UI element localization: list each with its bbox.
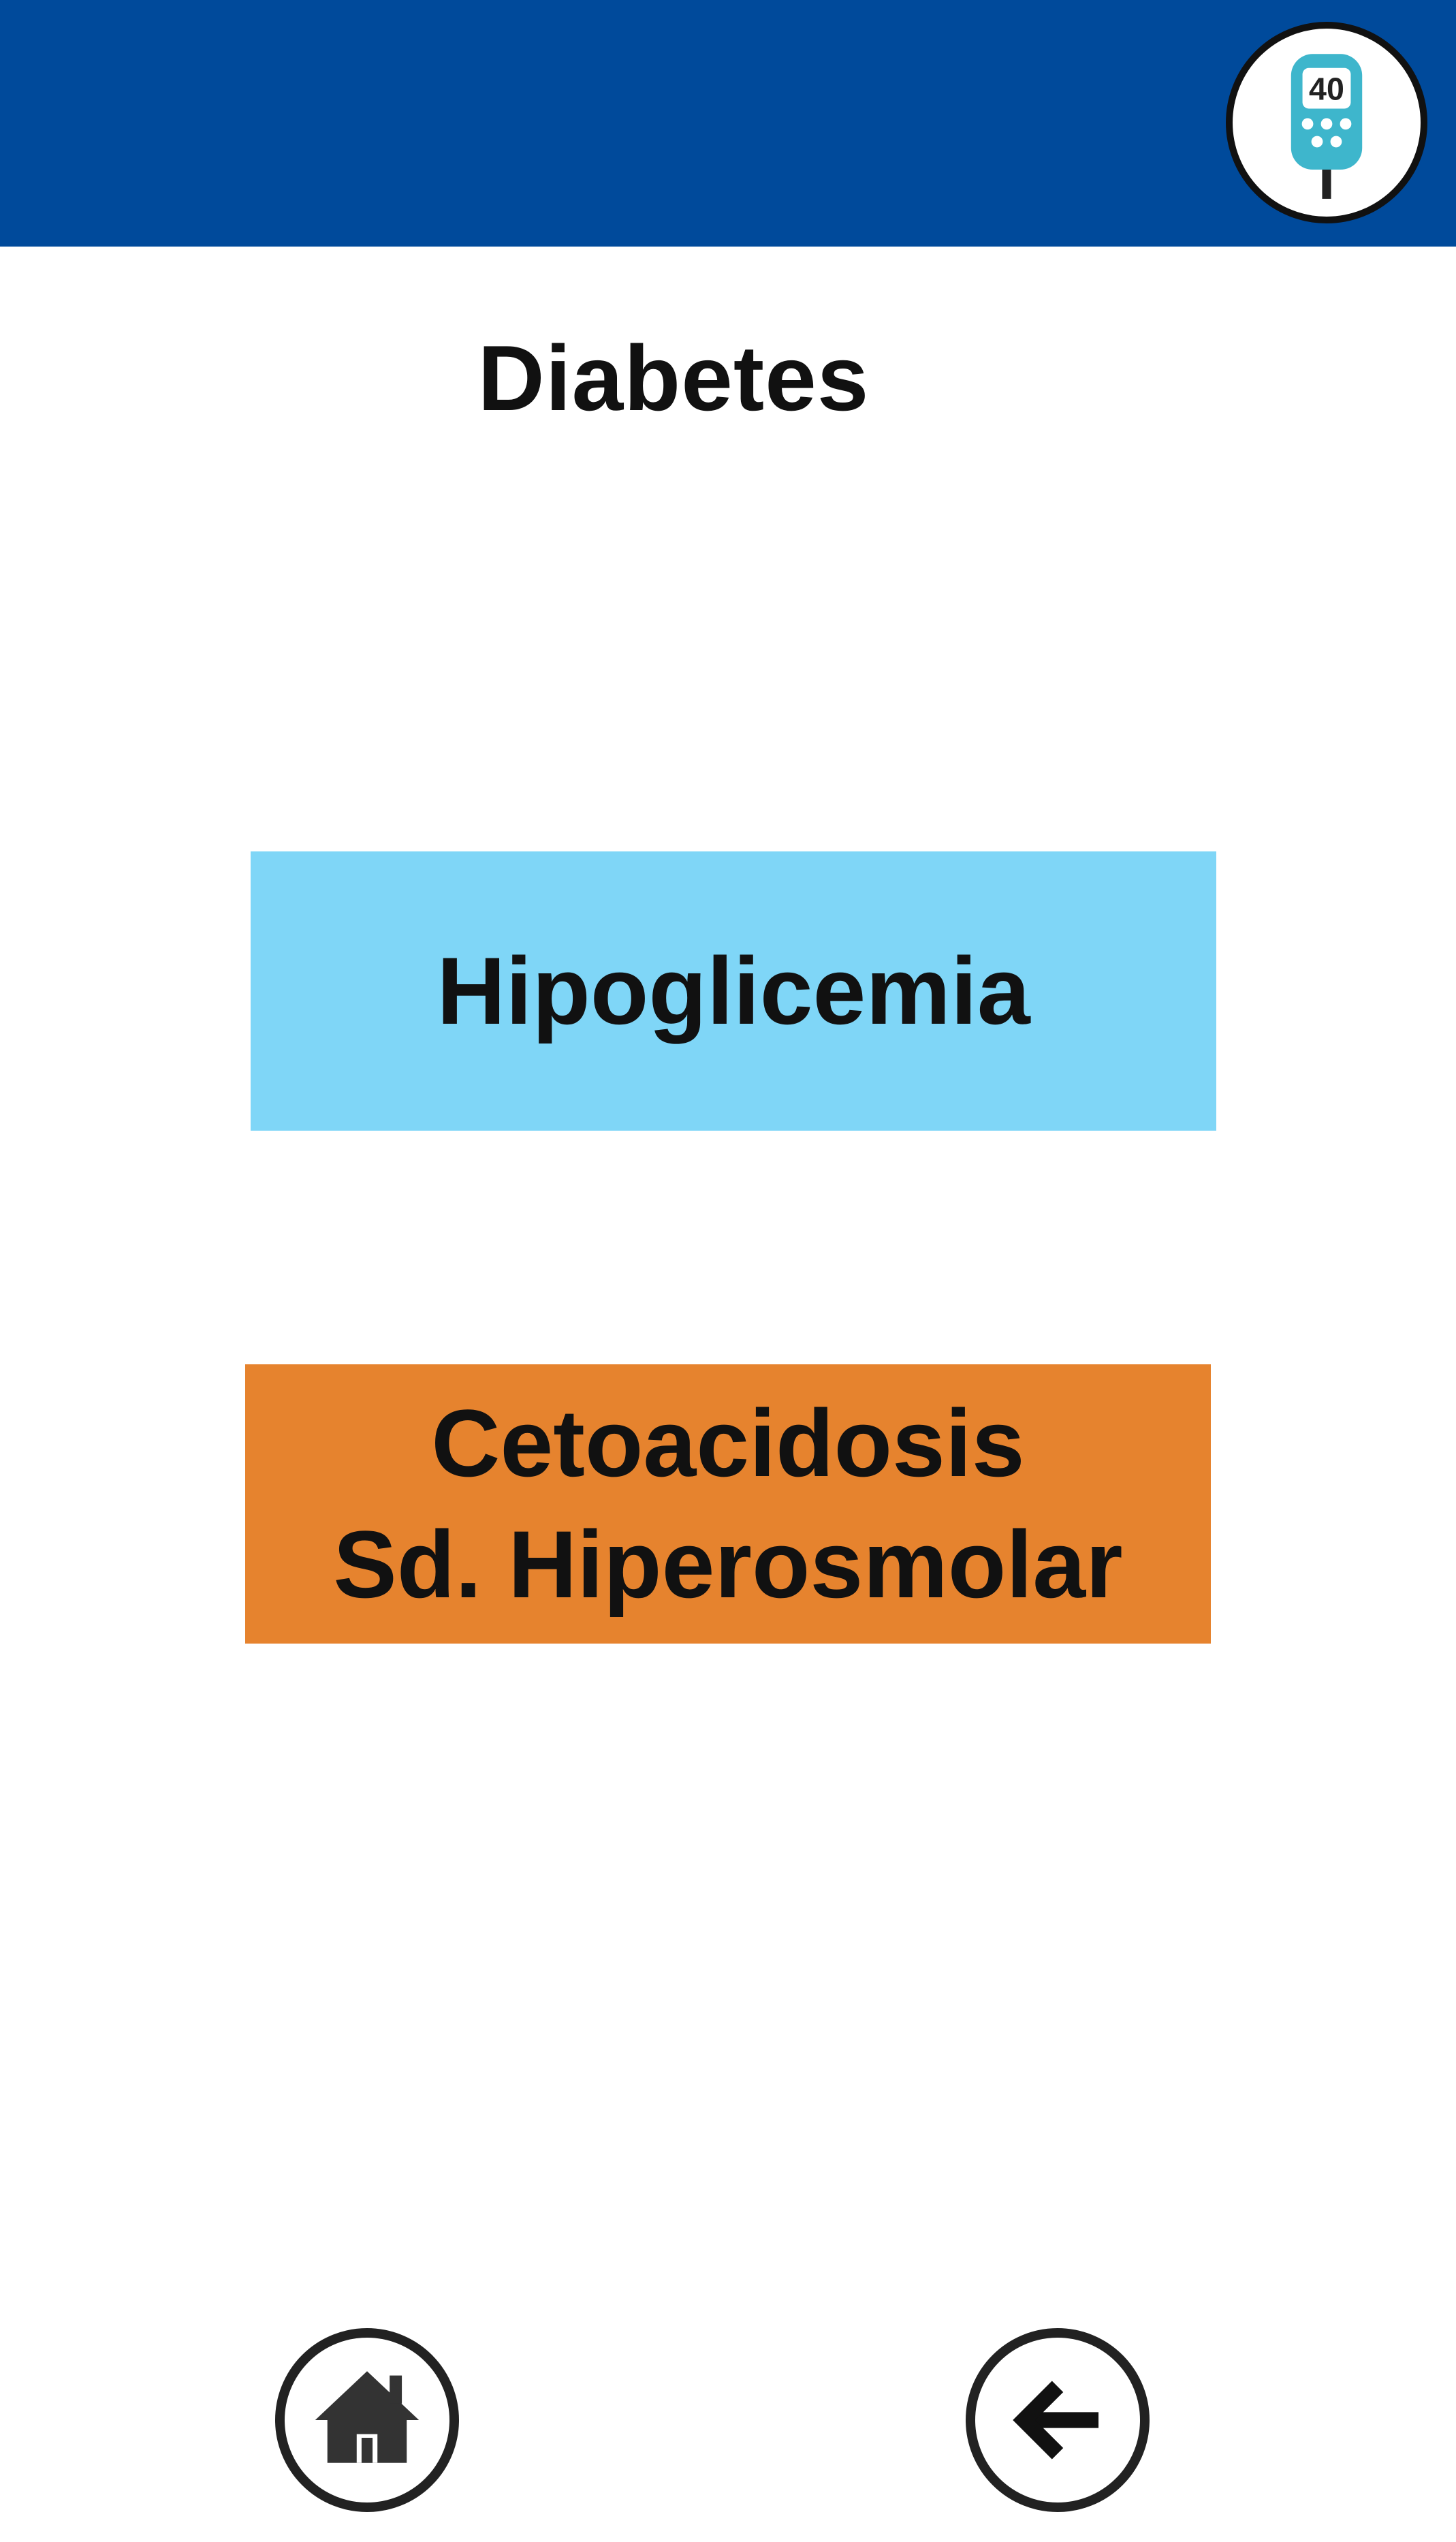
ketoacidosis-button[interactable]: Cetoacidosis Sd. Hiperosmolar [245, 1364, 1211, 1644]
home-icon [315, 2371, 420, 2463]
page-title-text: Diabetes [477, 326, 870, 430]
glucose-meter-icon: 40 [1291, 54, 1363, 199]
arrow-left-icon [1013, 2381, 1099, 2460]
top-bar: 40 [0, 0, 1456, 247]
hypoglycemia-button[interactable]: Hipoglicemia [251, 851, 1216, 1131]
page-title: Diabetes [0, 320, 1456, 436]
meter-reading: 40 [1309, 71, 1344, 106]
home-button[interactable] [275, 2328, 459, 2512]
hypoglycemia-label: Hipoglicemia [437, 937, 1030, 1044]
ketoacidosis-label-line1: Cetoacidosis [431, 1390, 1025, 1496]
ketoacidosis-label-line2: Sd. Hiperosmolar [333, 1511, 1123, 1618]
back-button[interactable] [966, 2328, 1150, 2512]
glucose-meter-badge[interactable]: 40 [1226, 22, 1427, 223]
